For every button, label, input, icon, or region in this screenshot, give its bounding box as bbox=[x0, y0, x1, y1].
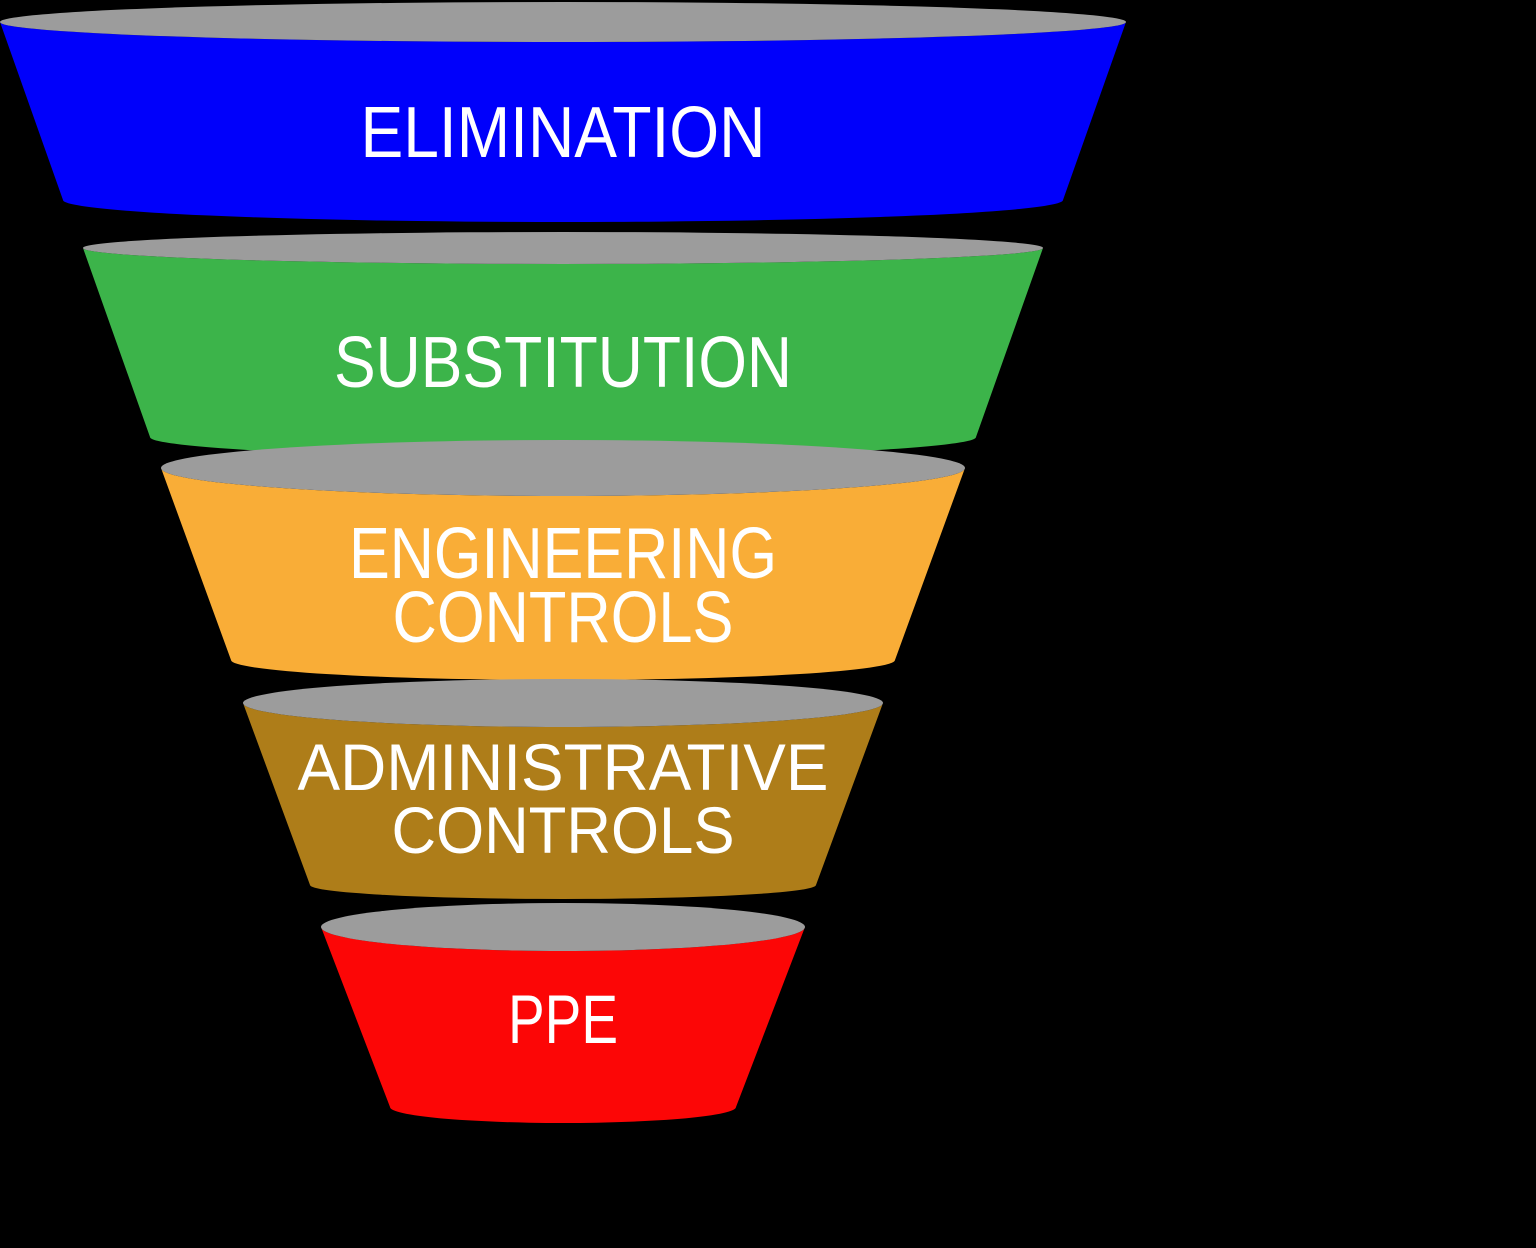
funnel-levels: ELIMINATIONSUBSTITUTIONENGINEERINGCONTRO… bbox=[0, 2, 1126, 1123]
level-label-administrative-controls-line-0: ADMINISTRATIVE bbox=[298, 730, 829, 804]
level-label-elimination-line-0: ELIMINATION bbox=[361, 93, 766, 173]
level-top-ellipse-substitution bbox=[83, 232, 1043, 264]
level-top-ellipse-elimination bbox=[0, 2, 1126, 42]
funnel-level-elimination: ELIMINATION bbox=[0, 2, 1126, 222]
funnel-level-substitution: SUBSTITUTION bbox=[83, 232, 1043, 457]
level-label-administrative-controls-line-1: CONTROLS bbox=[392, 793, 735, 867]
level-top-ellipse-engineering-controls bbox=[161, 440, 965, 496]
level-label-ppe-line-0: PPE bbox=[508, 981, 618, 1058]
level-label-substitution-line-0: SUBSTITUTION bbox=[334, 323, 792, 403]
level-band-administrative-controls bbox=[243, 703, 883, 899]
level-top-ellipse-ppe bbox=[321, 903, 805, 951]
funnel-level-ppe: PPE bbox=[321, 903, 805, 1123]
level-band-substitution bbox=[83, 248, 1043, 457]
level-label-engineering-controls-line-0: ENGINEERING bbox=[349, 514, 777, 594]
level-label-engineering-controls-line-1: CONTROLS bbox=[393, 578, 734, 658]
level-band-ppe bbox=[321, 927, 805, 1123]
level-top-ellipse-administrative-controls bbox=[243, 679, 883, 727]
level-band-engineering-controls bbox=[161, 468, 965, 680]
level-band-elimination bbox=[0, 22, 1126, 222]
